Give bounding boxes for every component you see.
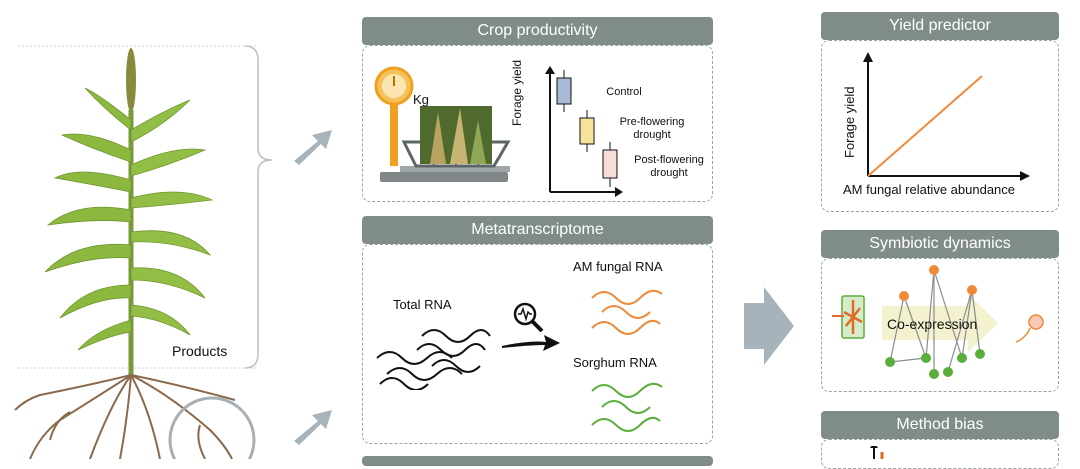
box-post-flowering [602,142,618,187]
box-pre-flowering [579,110,595,152]
yield-x-axis-label: AM fungal relative abundance [843,182,1016,197]
big-arrow-icon [744,287,794,365]
metatranscriptome-header: Metatranscriptome [362,216,713,244]
crop-productivity-header: Crop productivity [362,17,713,45]
treatment-label-control: Control [606,86,642,98]
search-waveform-icon [513,302,544,333]
products-label: Products [172,343,228,359]
crop-y-axis-label: Forage yield [510,59,524,126]
yield-predictor-chart [863,52,1030,181]
sorghum-rna-label: Sorghum RNA [573,355,657,370]
sorghum-plant-illustration [14,45,273,459]
forage-yield-boxplot [545,66,623,197]
yield-predictor-panel [821,40,1059,212]
treatment-label-pre-flowering: Pre-flowering drought [619,116,685,141]
flow-arrow-icon [294,130,332,165]
crop-productivity-panel [362,45,713,202]
flow-arrow-icon [294,410,332,445]
total-rna-label: Total RNA [393,297,452,312]
method-bias-header: Method bias [821,411,1059,439]
treatment-label-post-flowering: Post-flowering drought [634,154,704,179]
co-expression-label: Co-expression [887,316,978,332]
next-panel-header-partial [362,456,713,466]
symbiotic-dynamics-header: Symbiotic dynamics [821,230,1059,258]
am-fungal-rna-strands [591,289,663,335]
symbiotic-dynamics-panel [821,258,1059,392]
yield-predictor-header: Yield predictor [821,12,1059,40]
metatranscriptome-panel [362,244,713,444]
box-control [556,70,572,112]
method-bias-axis-partial [870,446,884,459]
scale-unit-label: Kg [413,92,429,107]
am-fungal-rna-label: AM fungal RNA [573,259,663,274]
arrow-right-icon [502,335,560,351]
total-rna-strands [376,329,491,390]
co-expression-network [832,265,1044,379]
method-bias-panel [821,439,1059,469]
scale-icon [374,66,511,182]
yield-y-axis-label: Forage yield [842,86,857,158]
sorghum-rna-strands [591,382,663,432]
